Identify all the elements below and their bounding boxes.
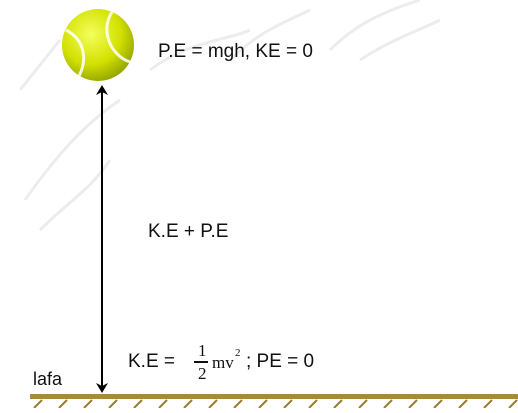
ground-hatch (358, 399, 368, 409)
top-energy-label: P.E = mgh, KE = 0 (158, 41, 313, 62)
middle-energy-label: K.E + P.E (148, 221, 229, 242)
ground (30, 394, 518, 409)
ground-hatch (258, 399, 268, 409)
ground-hatch (458, 399, 468, 409)
ground-hatch (58, 399, 68, 409)
ground-hatch (133, 399, 143, 409)
ground-hatch (183, 399, 193, 409)
ground-hatch (33, 399, 43, 409)
ground-hatch (483, 399, 493, 409)
ground-label: lafa (33, 369, 63, 389)
ground-hatch (108, 399, 118, 409)
ground-hatch (408, 399, 418, 409)
bottom-ke-prefix: K.E = (128, 351, 175, 372)
fraction-bar (194, 361, 208, 363)
bottom-mv-exponent: 2 (235, 347, 241, 359)
ground-hatch (333, 399, 343, 409)
ground-hatch (233, 399, 243, 409)
ground-hatch (158, 399, 168, 409)
ground-hatch (283, 399, 293, 409)
ground-hatch (383, 399, 393, 409)
fraction-numerator: 1 (198, 341, 207, 360)
fraction-denominator: 2 (198, 364, 207, 383)
ground-hatch (308, 399, 318, 409)
bottom-pe-suffix: ; PE = 0 (246, 351, 315, 372)
ground-hatch (83, 399, 93, 409)
tennis-ball-icon (62, 9, 134, 81)
ground-hatch (433, 399, 443, 409)
bottom-mv-expr: mv (212, 353, 234, 372)
watermark (18, 0, 441, 232)
ground-hatch (208, 399, 218, 409)
ground-hatch (508, 399, 518, 409)
